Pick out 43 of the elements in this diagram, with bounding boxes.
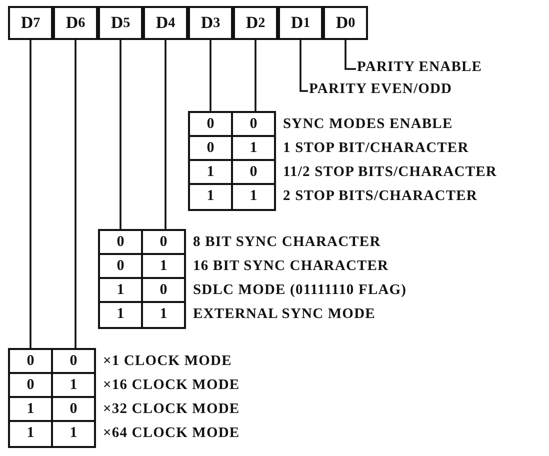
bit-value-column [98,229,143,329]
bit-value: 0 [233,113,274,137]
bit-value: 1 [68,424,78,443]
connector-line [120,40,122,229]
bit-value: 1 [248,187,258,206]
connector-line [210,40,212,111]
bit-description: ×64 CLOCK MODE [103,424,240,442]
bit-value: 1 [158,305,168,324]
bit-description: 2 STOP BITS/CHARACTER [283,187,478,205]
bit-value: 1 [233,137,274,161]
bit-value: 1 [143,255,184,279]
bit-value: 0 [143,231,184,255]
bit-value-column [231,111,276,211]
bit-value: 1 [26,424,36,443]
bit-value-column [141,229,186,329]
leader-line [344,40,356,70]
bit-description: 11/2 STOP BITS/CHARACTER [283,163,497,181]
bit-value: 1 [53,374,94,398]
bit-description: ×16 CLOCK MODE [103,376,240,394]
connector-line [74,40,76,348]
bit-value: 0 [53,398,94,422]
connector-line [164,40,166,229]
bit-value: 0 [143,279,184,303]
bit-value: 1 [206,187,216,206]
bit-value: 1 [116,305,126,324]
bit-description: 1 STOP BIT/CHARACTER [283,139,469,157]
bit-value: 0 [53,350,94,374]
bit-description: SDLC MODE (01111110 FLAG) [193,281,407,299]
leader-line [300,40,308,92]
bit-value-column [51,348,96,448]
bit-value-column [8,348,53,448]
bit-description: 8 BIT SYNC CHARACTER [193,233,381,251]
bit-label: PARITY ENABLE [357,58,482,76]
bit-description: ×1 CLOCK MODE [103,352,232,370]
bit-value-column [188,111,233,211]
bit-description: ×32 CLOCK MODE [103,400,240,418]
bit-description: 16 BIT SYNC CHARACTER [193,257,389,275]
connector-line [254,40,256,111]
bit-value: 0 [233,161,274,185]
bit-label: PARITY EVEN/ODD [309,80,452,98]
bit-description: SYNC MODES ENABLE [283,115,453,133]
bit-description: EXTERNAL SYNC MODE [193,305,376,323]
connector-line [30,40,32,348]
